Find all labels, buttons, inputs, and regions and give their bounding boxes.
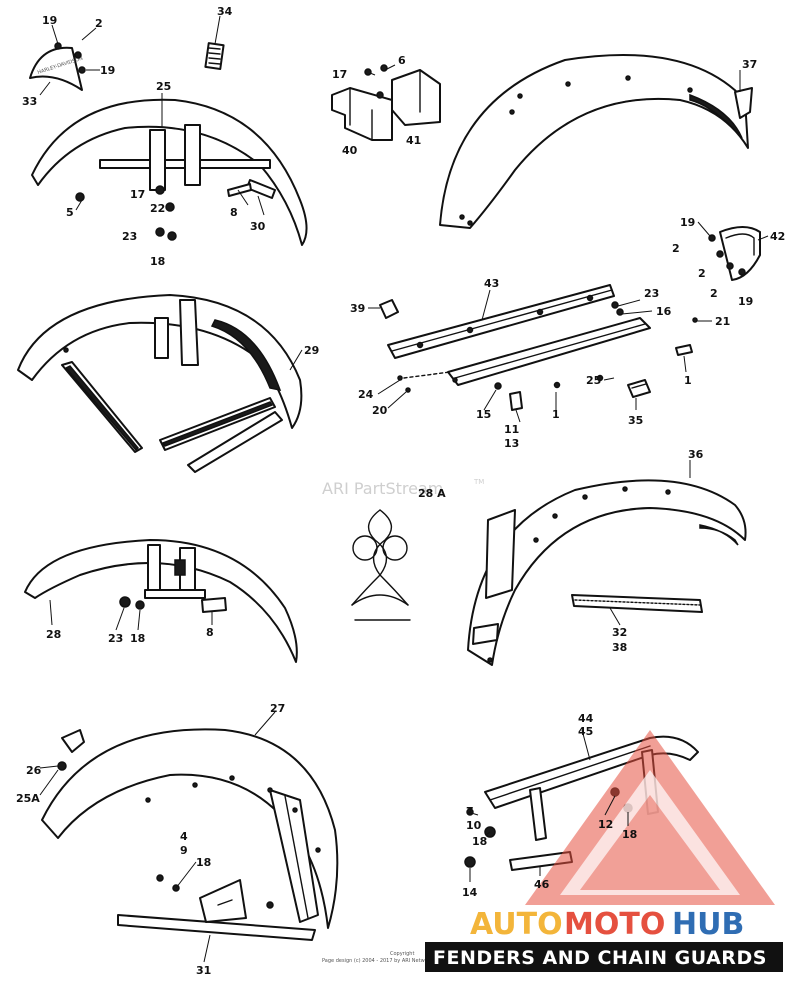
callout: 23 — [108, 632, 123, 645]
callout: 18 — [472, 835, 487, 848]
callout: 29 — [304, 344, 319, 357]
callout: 30 — [250, 220, 266, 233]
callout: 19 — [738, 295, 753, 308]
fender-27 — [41, 728, 339, 929]
callout: 2 — [672, 242, 680, 255]
callouts: 19 2 19 33 34 25 5 17 22 8 30 23 18 17 6… — [16, 5, 785, 977]
fender-28 — [24, 539, 298, 663]
callout: 38 — [612, 641, 627, 654]
trim-strip-32-38 — [571, 594, 703, 613]
pad-34 — [204, 42, 225, 70]
page-title: FENDERS AND CHAIN GUARDS — [433, 947, 767, 969]
watermark: ARI PartStream TM — [322, 478, 484, 498]
brand-hub: HUB — [672, 907, 744, 942]
block-35 — [627, 379, 651, 398]
callout: 25 — [586, 374, 601, 387]
callout: 10 — [466, 819, 482, 832]
callout: 8 — [230, 206, 238, 219]
callout: 1 — [684, 374, 692, 387]
fender-front-30 — [31, 98, 308, 246]
callout: 13 — [504, 437, 519, 450]
callout: 32 — [612, 626, 627, 639]
callout: 43 — [484, 277, 499, 290]
decal-plate-33: HARLEY-DAVIDSON — [29, 42, 86, 91]
callout: 1 — [552, 408, 560, 421]
copyright-line-1: Copyright — [390, 951, 414, 957]
title-bar: FENDERS AND CHAIN GUARDS — [425, 942, 783, 972]
watermark-tm: TM — [473, 478, 484, 486]
callout: 18 — [622, 828, 637, 841]
copyright-line-2: Page design (c) 2004 - 2017 by ARI Netwo… — [322, 958, 468, 964]
fender-rear-37 — [439, 54, 753, 229]
callout: 40 — [342, 144, 358, 157]
callout: 37 — [742, 58, 757, 71]
callout: 5 — [66, 206, 74, 219]
brand-auto: AUTO — [470, 907, 563, 942]
callout: 19 — [42, 14, 57, 27]
callout: 36 — [688, 448, 704, 461]
callout: 12 — [598, 818, 613, 831]
callout: 39 — [350, 302, 365, 315]
callout: 7 — [466, 805, 474, 818]
callout: 27 — [270, 702, 285, 715]
callout: 17 — [332, 68, 347, 81]
callout: 2 — [95, 17, 103, 30]
callout: 31 — [196, 964, 211, 977]
bracket-41 — [364, 64, 441, 126]
callout: 34 — [217, 5, 233, 18]
callout-leaders — [39, 15, 769, 963]
callout: 14 — [462, 886, 478, 899]
plate-42 — [708, 226, 761, 281]
callout: 22 — [150, 202, 165, 215]
callout: 23 — [122, 230, 137, 243]
callout: 2 — [710, 287, 718, 300]
brand-logo: AUTO MOTO HUB — [470, 730, 775, 942]
callout: 33 — [22, 95, 37, 108]
callout: 46 — [534, 878, 550, 891]
callout: 15 — [476, 408, 491, 421]
callout: 42 — [770, 230, 785, 243]
fender-29 — [17, 294, 303, 473]
bracket-31 — [117, 874, 316, 941]
callout: 16 — [656, 305, 672, 318]
callout: 18 — [196, 856, 211, 869]
callout: 11 — [504, 423, 519, 436]
callout: 2 — [698, 267, 706, 280]
callout: 25A — [16, 792, 40, 805]
callout: 35 — [628, 414, 643, 427]
callout: 41 — [406, 134, 421, 147]
callout: 23 — [644, 287, 659, 300]
callout: 9 — [180, 844, 188, 857]
callout: 17 — [130, 188, 145, 201]
callout: 20 — [372, 404, 388, 417]
callout: 18 — [130, 632, 145, 645]
callout: 19 — [680, 216, 695, 229]
callout: 4 — [180, 830, 188, 843]
callout: 44 — [578, 712, 594, 725]
callout: 25 — [156, 80, 171, 93]
callout: 6 — [398, 54, 406, 67]
callout: 19 — [100, 64, 115, 77]
bracket-40 — [331, 87, 393, 141]
rail-43 — [379, 284, 615, 359]
copyright: Copyright Page design (c) 2004 - 2017 by… — [322, 951, 468, 964]
callout: 21 — [715, 315, 730, 328]
brand-moto: MOTO — [564, 907, 665, 942]
support-bar — [397, 301, 698, 411]
callout: 8 — [206, 626, 214, 639]
callout: 24 — [358, 388, 374, 401]
callout: 18 — [150, 255, 165, 268]
callout: 28 — [46, 628, 61, 641]
callout: 28 A — [418, 487, 446, 500]
callout: 45 — [578, 725, 593, 738]
watermark-text: ARI PartStream — [322, 479, 443, 498]
emblem-28a — [351, 509, 411, 621]
callout: 26 — [26, 764, 42, 777]
fender-36 — [467, 479, 747, 666]
